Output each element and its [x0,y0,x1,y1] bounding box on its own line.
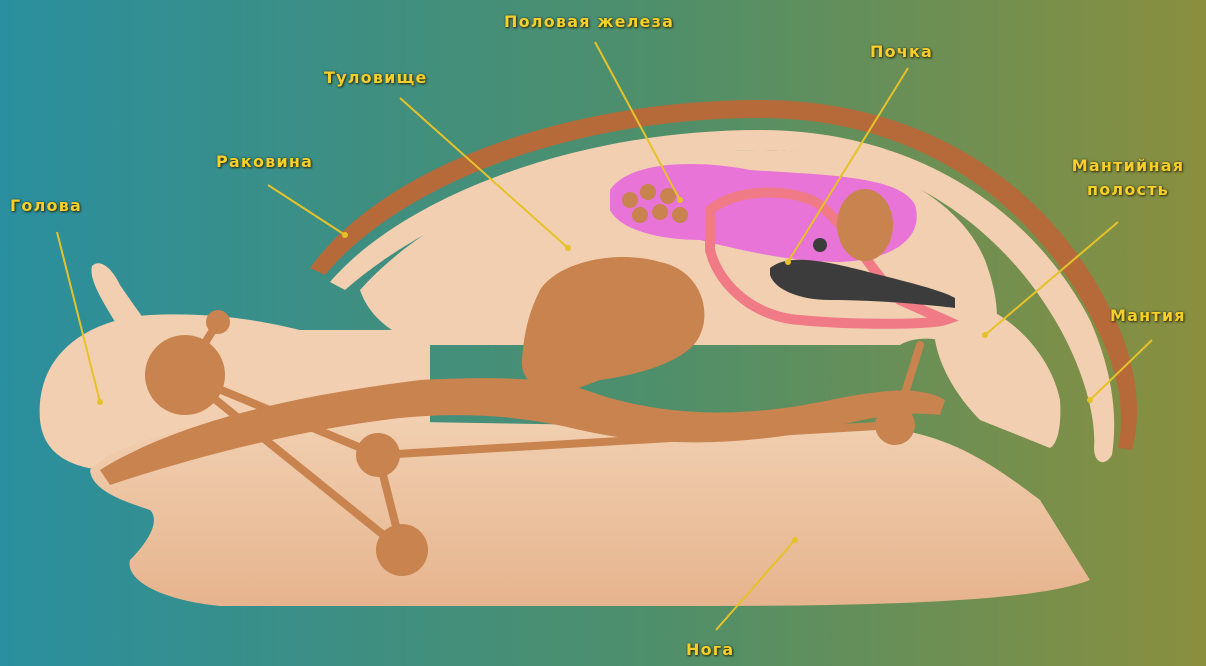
heart [837,189,893,261]
label-shell: Раковина [216,152,313,172]
label-foot: Нога [686,640,734,660]
label-mantle: Мантия [1110,306,1186,326]
label-kidney: Почка [870,42,933,62]
label-body: Туловище [324,68,428,88]
label-gonad: Половая железа [504,12,674,32]
label-mantle-cavity-line1: Мантийная [1058,156,1198,176]
eye-spot [813,238,827,252]
label-mantle-cavity-line2: полость [1058,180,1198,200]
foot [90,420,1090,606]
label-head: Голова [10,196,82,216]
